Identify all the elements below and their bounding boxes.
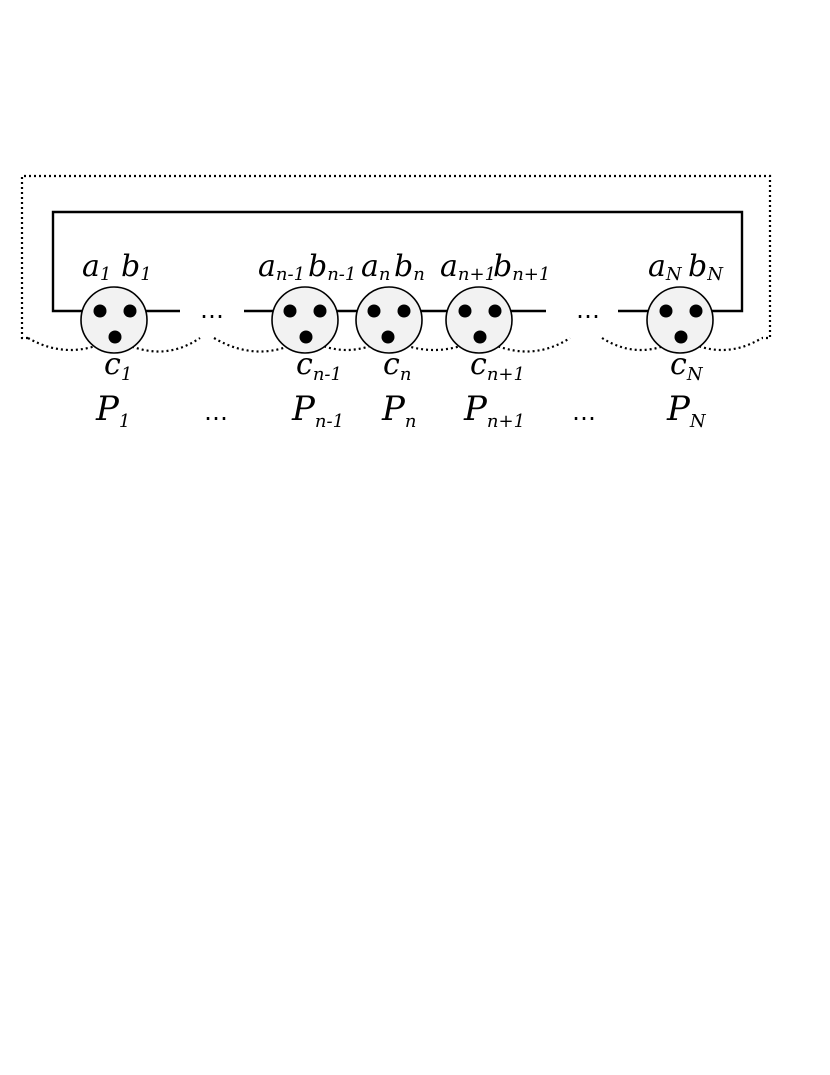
p-ellipsis-left: … [204, 398, 228, 426]
label-a-1: a1 [82, 249, 111, 285]
node-n-1 [271, 286, 339, 354]
qubit-c [674, 330, 688, 344]
label-a-n-1: an-1 [258, 249, 305, 285]
label-p-n: Pn [381, 389, 416, 432]
label-a-N: aN [648, 249, 683, 285]
qubit-b [397, 304, 411, 318]
label-b-n-1: bn-1 [308, 249, 356, 285]
qubit-a [458, 304, 472, 318]
qubit-b [123, 304, 137, 318]
label-b-N: bN [688, 249, 724, 285]
node-circle [355, 286, 423, 354]
qubit-b [313, 304, 327, 318]
node-circle [445, 286, 513, 354]
label-c-1: c1 [104, 347, 132, 385]
qubit-a [367, 304, 381, 318]
node-n+1 [445, 286, 513, 354]
label-b-n: bn [394, 249, 425, 285]
outer-solid-loop [51, 210, 744, 313]
label-p-N: PN [666, 389, 707, 432]
label-b-1: b1 [121, 249, 152, 285]
qubit-c [299, 330, 313, 344]
label-c-n+1: cn+1 [470, 347, 525, 385]
label-a-n+1: an+1 [440, 249, 496, 285]
qubit-c [473, 330, 487, 344]
label-c-N: cN [670, 347, 704, 385]
node-circle [646, 286, 714, 354]
chain-ellipsis-left: … [200, 296, 224, 324]
label-c-n: cn [383, 347, 411, 385]
label-a-n: an [361, 249, 390, 285]
node-circle [80, 286, 148, 354]
label-p-1: P1 [95, 389, 130, 432]
qubit-a [659, 304, 673, 318]
qubit-a [93, 304, 107, 318]
label-p-n+1: Pn+1 [463, 389, 525, 432]
qubit-b [689, 304, 703, 318]
label-c-n-1: cn-1 [296, 347, 342, 385]
label-p-n-1: Pn-1 [291, 389, 344, 432]
label-b-n+1: bn+1 [493, 249, 550, 285]
chain-ellipsis-right: … [576, 296, 600, 324]
node-n [355, 286, 423, 354]
c-arc-8 [680, 337, 763, 352]
qubit-c [381, 330, 395, 344]
node-1 [80, 286, 148, 354]
node-N [646, 286, 714, 354]
c-arc-7 [601, 337, 682, 352]
qubit-a [283, 304, 297, 318]
qubit-b [488, 304, 502, 318]
outer-dotted-loop [20, 174, 772, 340]
p-ellipsis-right: … [572, 398, 596, 426]
qubit-c [108, 330, 122, 344]
node-circle [271, 286, 339, 354]
